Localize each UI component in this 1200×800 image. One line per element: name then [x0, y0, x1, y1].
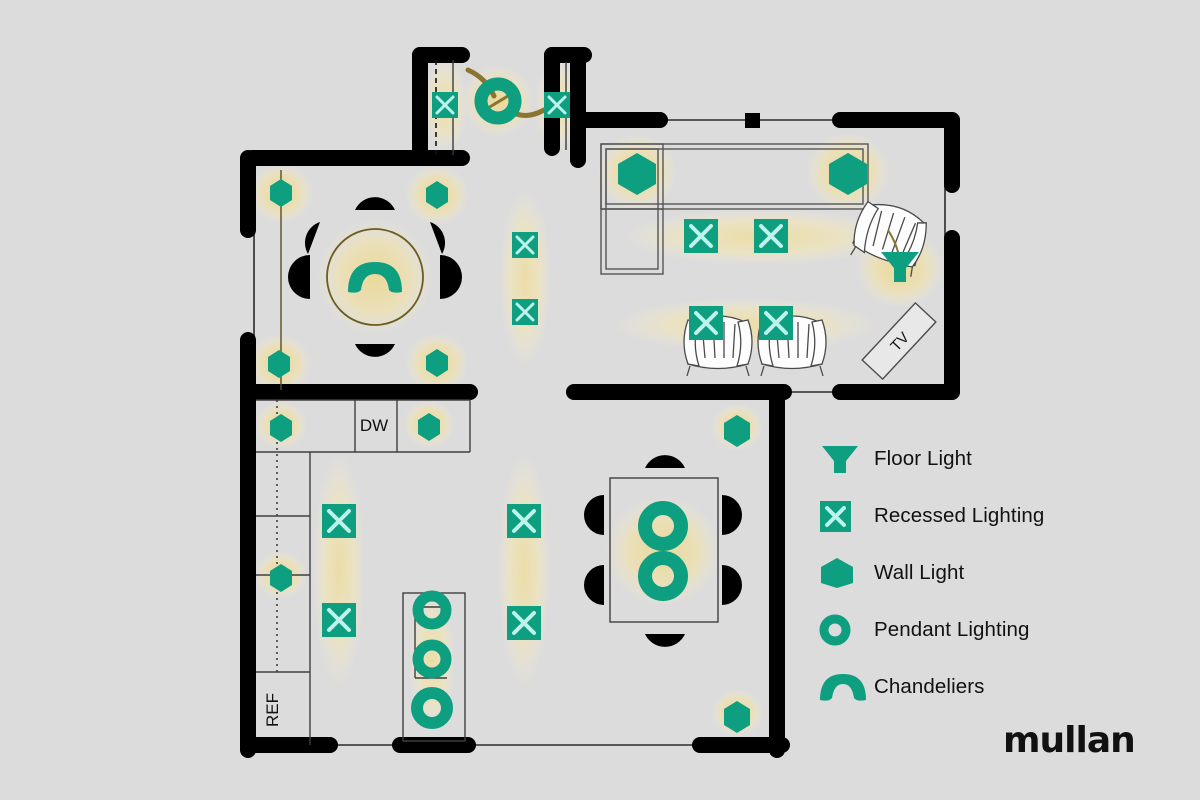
legend-item-chandeliers: Chandeliers: [818, 658, 1188, 715]
legend-label: Chandeliers: [874, 674, 985, 698]
legend-item-floor-light: Floor Light: [818, 430, 1188, 487]
chandelier-icon: [818, 667, 874, 707]
wall-light-icon: [818, 553, 874, 593]
wall-light-icon: [268, 153, 867, 733]
brand-logo: mullan: [1003, 720, 1136, 761]
floor-light-icon: [881, 252, 919, 282]
legend: Floor Light Recessed Lighting Wall Light…: [818, 430, 1188, 715]
living-room-furniture: [600, 143, 869, 275]
fixture-icons-layer: [268, 77, 919, 733]
recessed-lighting-icon: [322, 92, 793, 640]
legend-item-wall-light: Wall Light: [818, 544, 1188, 601]
legend-label: Floor Light: [874, 446, 972, 470]
chandelier-icon: [348, 262, 402, 293]
pendant-lighting-icon: [411, 77, 688, 729]
window-mullion: [745, 113, 760, 128]
label-ref: REF: [263, 693, 282, 727]
tv-unit: [861, 301, 937, 381]
rect-dining-table-group: [584, 455, 742, 647]
legend-label: Wall Light: [874, 560, 965, 584]
armchair-top: [850, 200, 927, 277]
round-dining-table-group: [280, 170, 462, 390]
label-dw: DW: [360, 416, 388, 435]
legend-label: Pendant Lighting: [874, 617, 1030, 641]
legend-item-pendant-lighting: Pendant Lighting: [818, 601, 1188, 658]
floor-light-icon: [818, 439, 874, 479]
recessed-lighting-icon: [818, 496, 874, 536]
pendant-lighting-icon: [818, 610, 874, 650]
legend-item-recessed-lighting: Recessed Lighting: [818, 487, 1188, 544]
legend-label: Recessed Lighting: [874, 503, 1045, 527]
